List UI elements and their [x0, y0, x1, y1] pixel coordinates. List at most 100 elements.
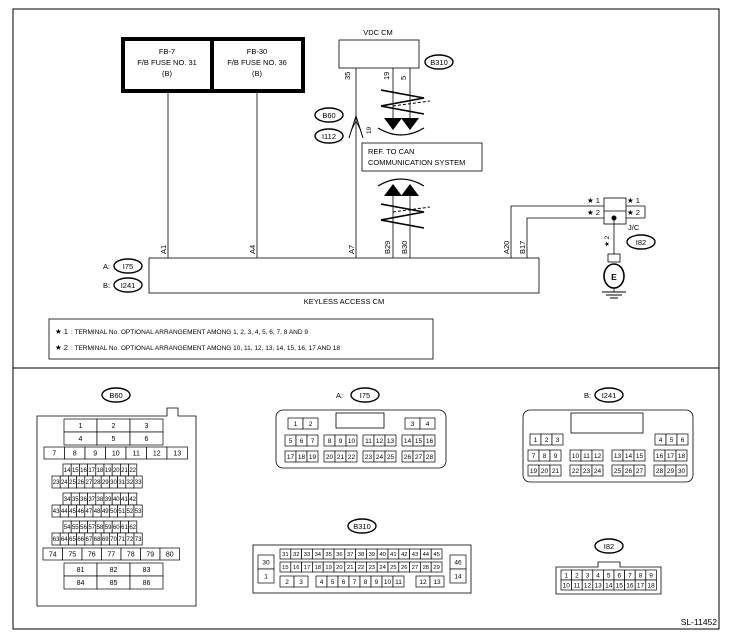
vdc-connector-label: B310 [430, 58, 448, 67]
pin-label: 66 [77, 537, 84, 543]
pin-cell [633, 449, 646, 462]
pin-cell [549, 464, 562, 477]
pin-label: 17 [304, 565, 310, 571]
pin-label: 13 [433, 579, 441, 586]
pin-label: 44 [423, 552, 430, 558]
pin-label: 3 [556, 437, 560, 444]
pin-label: 13 [387, 438, 395, 445]
pin-label: 41 [390, 552, 396, 558]
connector-prefix: A: [336, 391, 343, 400]
pin-label: 23 [583, 468, 591, 475]
pin-label: 85 [110, 580, 118, 587]
pin-label: 30 [110, 480, 117, 486]
arrow-up-icon [384, 184, 402, 196]
pin-label: 4 [320, 579, 324, 586]
pin-label: 38 [358, 552, 364, 558]
pin-cell [133, 475, 143, 489]
wiring-section: FB-7 F/B FUSE NO. 31 (B) FB-30 F/B FUSE … [48, 28, 656, 360]
pin-label: 5 [331, 579, 335, 586]
pin-cell [551, 433, 564, 446]
pin-label: 24 [61, 480, 68, 486]
keyless-pin: A4 [248, 245, 257, 254]
pin-cell [419, 417, 436, 430]
pin-label: 13 [614, 453, 622, 460]
pin-label: 5 [607, 572, 611, 579]
fuse-box-group: FB-7 F/B FUSE NO. 31 (B) FB-30 F/B FUSE … [121, 37, 305, 93]
connector-label-oval [314, 107, 344, 123]
pin-label: 30 [262, 559, 270, 566]
pin-label: 50 [110, 509, 117, 515]
pin-label: 76 [88, 552, 96, 559]
connector-title: B310 [353, 522, 371, 531]
pin-label: 21 [337, 454, 345, 461]
pin-label: 82 [110, 567, 118, 574]
pin-cell [676, 433, 689, 446]
pin-label: 15 [636, 453, 644, 460]
keyless-pin: A20 [502, 241, 511, 254]
pin-label: 11 [395, 579, 402, 586]
pin-label: 6 [342, 579, 346, 586]
pin-label: 65 [69, 537, 76, 543]
pin-cell [345, 450, 358, 463]
pin-cell [423, 434, 436, 447]
inline-connector-label: I112 [322, 132, 336, 141]
pin-cell [306, 434, 319, 447]
pin-label: 7 [628, 572, 632, 579]
pin-label: 42 [401, 552, 407, 558]
vdc-cm: VDC CM 35 19 5 B310 [338, 28, 454, 80]
pin-label: 19 [325, 565, 331, 571]
pin-label: 20 [541, 468, 549, 475]
keyless-pin: A1 [159, 245, 168, 254]
pin-label: 12 [584, 582, 592, 589]
pin-label: 10 [348, 438, 356, 445]
pin-label: 86 [143, 580, 151, 587]
pin-label: 72 [127, 537, 134, 543]
pin-label: 13 [173, 451, 181, 458]
pin-label: 21 [121, 468, 128, 474]
ground-label: E [611, 272, 617, 282]
pin-label: 12 [376, 438, 384, 445]
pin-label: 11 [133, 451, 140, 458]
pin-cell [423, 450, 436, 463]
pin-label: 47 [86, 509, 93, 515]
pin-label: 1 [564, 572, 568, 579]
note-text: : TERMINAL No. OPTIONAL ARRANGEMENT AMON… [71, 345, 340, 352]
terminal-notes: ★ 1 : TERMINAL No. OPTIONAL ARRANGEMENT … [48, 318, 434, 360]
pin-label: 41 [121, 497, 128, 503]
pin-label: 6 [617, 572, 621, 579]
keyless-prefix: A: [103, 262, 110, 271]
connector-title: I241 [602, 391, 617, 400]
pin-label: 29 [102, 480, 109, 486]
inline-connector-label: B60 [322, 111, 335, 120]
diagram-frame [12, 8, 720, 630]
pin-label: 20 [113, 468, 120, 474]
connector-label-oval [350, 387, 380, 403]
pin-cell [293, 575, 309, 588]
pin-label: 12 [594, 453, 602, 460]
pin-cell [633, 464, 646, 477]
vdc-title: VDC CM [363, 28, 393, 37]
pin-cell [392, 575, 405, 588]
pin-label: 71 [118, 537, 125, 543]
pin-label: 83 [143, 567, 151, 574]
pin-label: 14 [625, 453, 633, 460]
pin-cell [591, 449, 604, 462]
pin-label: 36 [80, 497, 87, 503]
pin-label: 5 [289, 438, 293, 445]
pin-label: 22 [348, 454, 356, 461]
keyless-pin: B17 [518, 241, 527, 254]
keyless-connector-label: I75 [123, 262, 133, 271]
pin-label: 10 [563, 582, 571, 589]
jc-mark: ★ 2 [587, 208, 600, 217]
pin-label: 39 [369, 552, 375, 558]
pin-label: 7 [532, 453, 536, 460]
pin-label: 23 [369, 565, 375, 571]
arrow-down-icon [401, 118, 419, 130]
pin-label: 14 [454, 573, 462, 580]
pin-label: 9 [375, 579, 379, 586]
pin-cell [645, 579, 657, 591]
pin-label: 75 [68, 552, 76, 559]
